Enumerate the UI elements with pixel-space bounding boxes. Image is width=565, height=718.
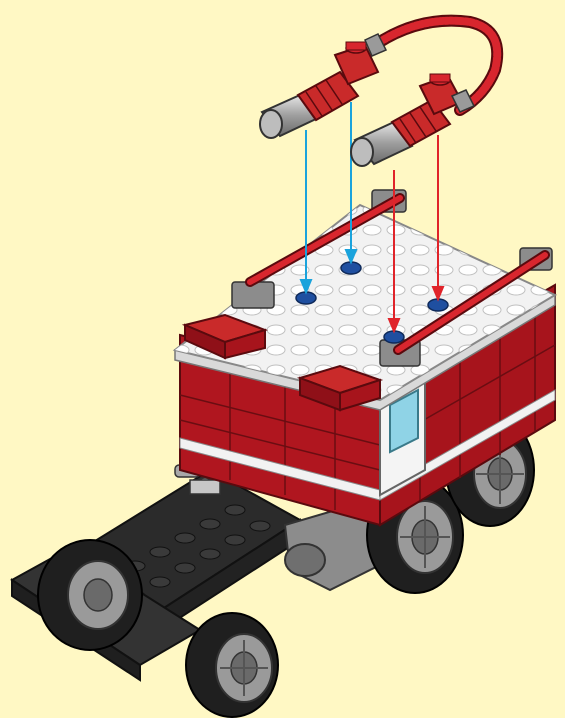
front-left-wheel <box>38 540 142 650</box>
front-right-wheel <box>186 613 278 717</box>
